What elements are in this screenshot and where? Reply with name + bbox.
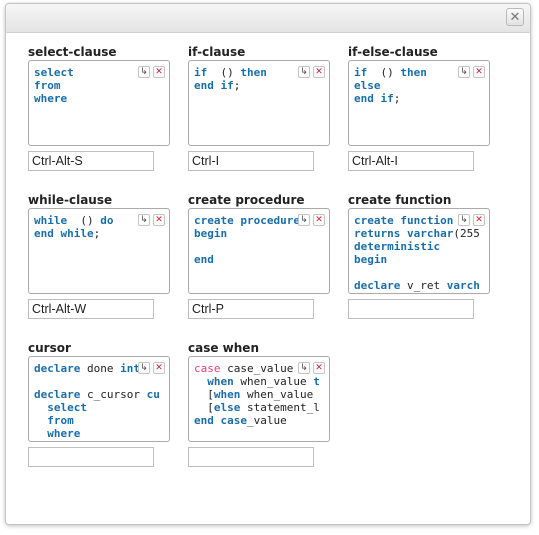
snippet-toolbar: ↳✕ xyxy=(458,214,485,226)
snippet-title: select-clause xyxy=(28,45,117,59)
snippet-card: case when case case_value when when_value… xyxy=(188,341,330,467)
delete-snippet-icon[interactable]: ✕ xyxy=(153,66,165,78)
shortcut-input[interactable]: Ctrl-I xyxy=(188,151,314,171)
snippet-title: create function xyxy=(348,193,452,207)
shortcut-input[interactable] xyxy=(28,447,154,467)
delete-snippet-icon[interactable]: ✕ xyxy=(153,214,165,226)
snippet-code-editor[interactable]: case case_value when when_value t [when … xyxy=(188,356,330,442)
snippet-title: if-else-clause xyxy=(348,45,438,59)
snippet-code: while () do end while; xyxy=(34,214,114,240)
insert-snippet-icon[interactable]: ↳ xyxy=(298,214,310,226)
snippet-toolbar: ↳✕ xyxy=(298,214,325,226)
shortcut-input[interactable]: Ctrl-Alt-S xyxy=(28,151,154,171)
delete-snippet-icon[interactable]: ✕ xyxy=(153,362,165,374)
snippet-code: declare done int declare c_cursor cu sel… xyxy=(34,362,160,440)
snippet-card: select-clause select from where ↳✕ Ctrl-Alt… xyxy=(28,45,170,171)
snippet-code-editor[interactable]: if () then end if; ↳✕ xyxy=(188,60,330,146)
insert-snippet-icon[interactable]: ↳ xyxy=(138,66,150,78)
snippet-code: if () then else end if; xyxy=(354,66,427,105)
shortcut-input[interactable] xyxy=(348,299,474,319)
shortcut-input[interactable]: Ctrl-Alt-W xyxy=(28,299,154,319)
snippet-code-editor[interactable]: create procedure begin end↳✕ xyxy=(188,208,330,294)
snippet-toolbar: ↳✕ xyxy=(138,214,165,226)
insert-snippet-icon[interactable]: ↳ xyxy=(138,362,150,374)
insert-snippet-icon[interactable]: ↳ xyxy=(138,214,150,226)
snippet-code: create function returns varchar(255 dete… xyxy=(354,214,480,292)
snippet-toolbar: ↳✕ xyxy=(298,362,325,374)
snippet-code: case case_value when when_value t [when … xyxy=(194,362,320,427)
delete-snippet-icon[interactable]: ✕ xyxy=(313,362,325,374)
snippet-code: if () then end if; xyxy=(194,66,267,92)
snippet-title: while-clause xyxy=(28,193,113,207)
snippet-code-editor[interactable]: while () do end while; ↳✕ xyxy=(28,208,170,294)
snippet-title: case when xyxy=(188,341,259,355)
insert-snippet-icon[interactable]: ↳ xyxy=(458,214,470,226)
snippet-toolbar: ↳✕ xyxy=(458,66,485,78)
delete-snippet-icon[interactable]: ✕ xyxy=(313,214,325,226)
delete-snippet-icon[interactable]: ✕ xyxy=(313,66,325,78)
snippet-card: create function create function returns v… xyxy=(348,193,490,319)
snippet-code-editor[interactable]: select from where ↳✕ xyxy=(28,60,170,146)
shortcut-input[interactable] xyxy=(188,447,314,467)
shortcut-input[interactable]: Ctrl-P xyxy=(188,299,314,319)
snippet-card: if-else-clause if () then else end if; ↳✕ C… xyxy=(348,45,490,171)
delete-snippet-icon[interactable]: ✕ xyxy=(473,214,485,226)
insert-snippet-icon[interactable]: ↳ xyxy=(458,66,470,78)
dialog-titlebar: ✕ xyxy=(6,4,530,33)
snippet-card: while-clause while () do end while; ↳✕ Ctrl… xyxy=(28,193,170,319)
snippet-toolbar: ↳✕ xyxy=(138,362,165,374)
snippet-title: cursor xyxy=(28,341,71,355)
snippet-code-editor[interactable]: create function returns varchar(255 dete… xyxy=(348,208,490,294)
snippet-card: if-clause if () then end if; ↳✕ Ctrl-I xyxy=(188,45,330,171)
snippet-code: select from where xyxy=(34,66,74,105)
snippet-code-editor[interactable]: declare done int declare c_cursor cu sel… xyxy=(28,356,170,442)
shortcut-input[interactable]: Ctrl-Alt-I xyxy=(348,151,474,171)
snippet-title: if-clause xyxy=(188,45,246,59)
snippet-code: create procedure begin end xyxy=(194,214,300,266)
snippet-code-editor[interactable]: if () then else end if; ↳✕ xyxy=(348,60,490,146)
snippet-toolbar: ↳✕ xyxy=(298,66,325,78)
snippet-card: cursor declare done int declare c_cursor … xyxy=(28,341,170,467)
delete-snippet-icon[interactable]: ✕ xyxy=(473,66,485,78)
close-icon[interactable]: ✕ xyxy=(506,8,524,26)
insert-snippet-icon[interactable]: ↳ xyxy=(298,66,310,78)
snippet-toolbar: ↳✕ xyxy=(138,66,165,78)
snippet-title: create procedure xyxy=(188,193,305,207)
insert-snippet-icon[interactable]: ↳ xyxy=(298,362,310,374)
